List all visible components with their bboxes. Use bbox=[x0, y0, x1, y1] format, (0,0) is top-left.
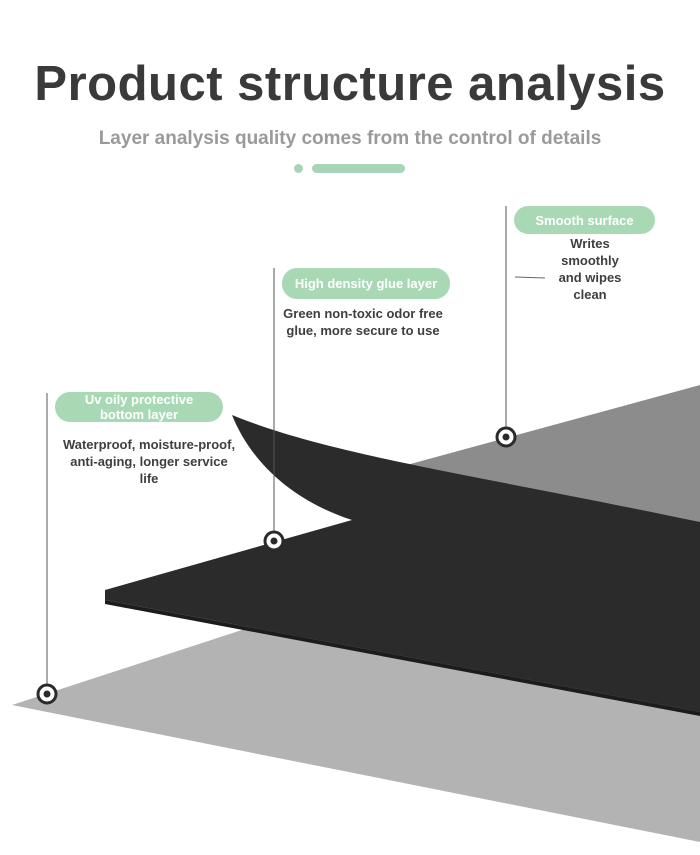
layer-label-surface: Smooth surface bbox=[514, 206, 655, 234]
layer-label-bottom: Uv oily protective bottom layer bbox=[55, 392, 223, 422]
page-title: Product structure analysis bbox=[34, 57, 666, 111]
layer-label-glue: High density glue layer bbox=[282, 268, 450, 299]
decorative-dot bbox=[294, 164, 303, 173]
page-subtitle: Layer analysis quality comes from the co… bbox=[98, 128, 602, 149]
leader-tick-surface bbox=[514, 276, 546, 279]
layer-description-bottom: Waterproof, moisture-proof, anti-aging, … bbox=[62, 437, 236, 486]
marker-glue-dot bbox=[270, 537, 278, 545]
marker-surface-dot bbox=[502, 433, 510, 441]
decorative-bar bbox=[312, 164, 405, 173]
marker-bottom-dot bbox=[43, 690, 51, 698]
layer-description-glue: Green non-toxic odor free glue, more sec… bbox=[283, 306, 443, 338]
layer-description-surface: Writes smoothly and wipes clean bbox=[558, 236, 622, 302]
middle-sheet-edge bbox=[105, 600, 700, 716]
middle-sheet bbox=[105, 415, 700, 712]
